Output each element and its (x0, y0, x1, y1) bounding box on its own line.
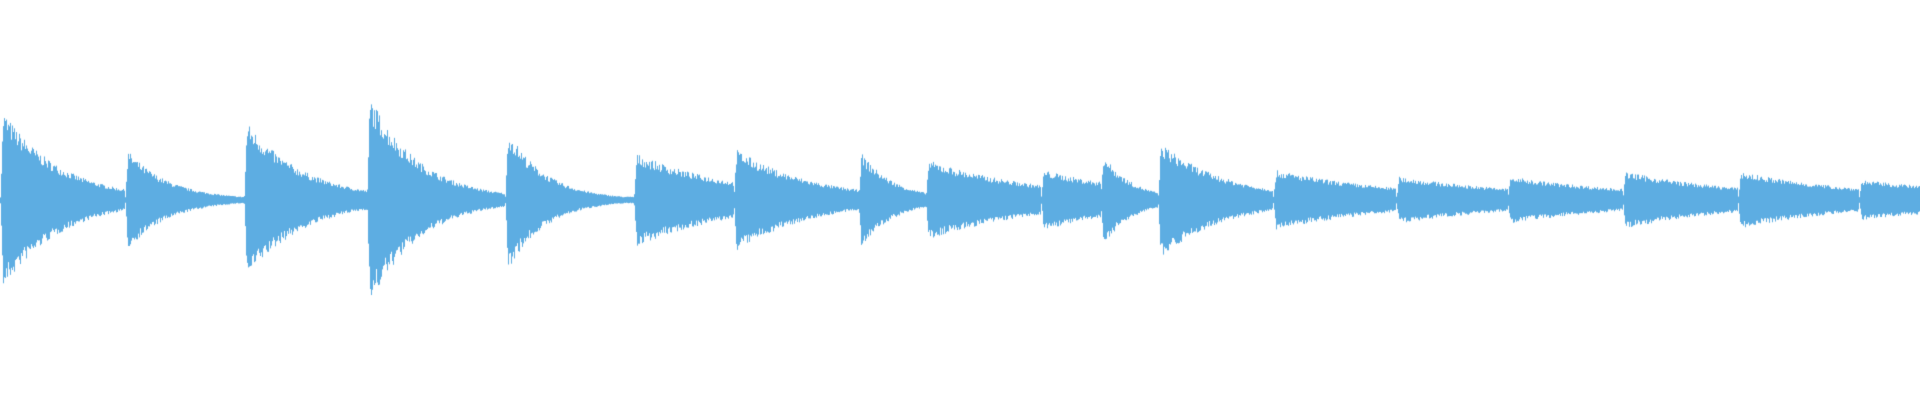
audio-waveform[interactable] (0, 0, 1920, 400)
